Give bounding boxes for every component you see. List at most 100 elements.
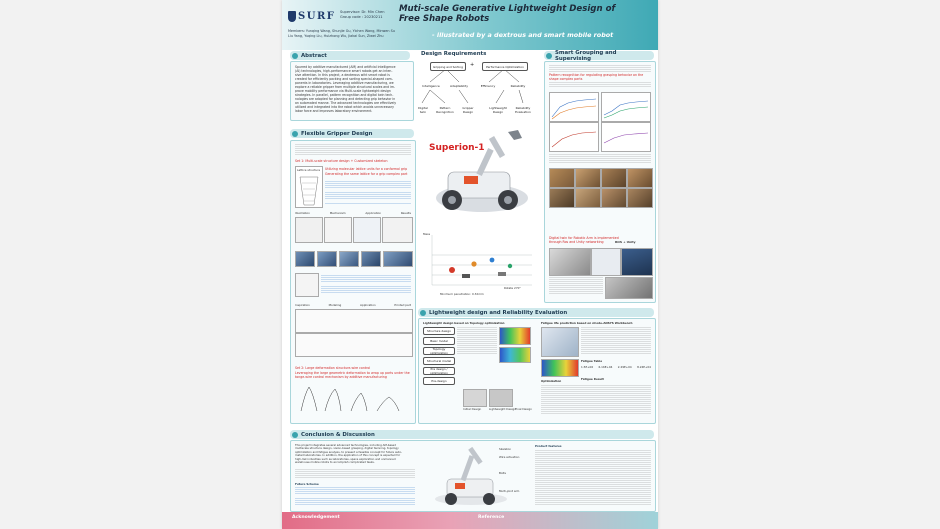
grouping-panel: Pattern recognition for regulating grasp… bbox=[544, 61, 656, 303]
flow-node: Pre design / optimization bbox=[423, 367, 455, 375]
lightweight-header: Lightweight design and Reliability Evalu… bbox=[418, 308, 654, 317]
printed-part-photo bbox=[317, 251, 337, 267]
optimization-title: Optimization bbox=[541, 379, 562, 383]
conclusion-extra-text bbox=[295, 469, 415, 479]
req-lightweight-design: Lightweight Design bbox=[489, 106, 507, 114]
mechanism-cell bbox=[324, 217, 352, 243]
gripper-panel: Set 1: Multi-scale structure design + Cu… bbox=[290, 140, 416, 424]
poster-subtitle: - illustrated by a dextrous and smart mo… bbox=[432, 31, 614, 39]
table-head-cell: Modeling bbox=[328, 303, 342, 307]
shield-icon bbox=[288, 10, 296, 22]
callout-wire: Wire actuation bbox=[499, 455, 520, 459]
abstract-header: Abstract bbox=[290, 51, 410, 60]
conclusion-line: high-risk industries such as laboratorie… bbox=[295, 456, 396, 461]
conclusion-text: This project integrates several advanced… bbox=[295, 443, 415, 465]
poster-header: SURF Supervisor: Dr. Min Chen Group code… bbox=[282, 0, 658, 50]
flow-node: Structural model bbox=[423, 357, 455, 365]
table-head-cell: Inspiration bbox=[295, 303, 310, 307]
flow-node: Pre-design bbox=[423, 377, 455, 385]
abstract-title: Abstract bbox=[301, 52, 327, 59]
detection-photo bbox=[549, 188, 575, 208]
abstract-line: an automated manne. The advanced technol… bbox=[295, 101, 397, 105]
unity-screen bbox=[591, 248, 621, 276]
section-dot-icon bbox=[420, 309, 426, 316]
supervisor-text: Supervisor: Dr. Min Chen bbox=[340, 10, 385, 14]
title-line-2: Free Shape Robots bbox=[399, 14, 490, 24]
section-dot-icon bbox=[546, 52, 552, 59]
detection-photo bbox=[601, 168, 627, 188]
conclusion-line: mated laboratories. In addition, the app… bbox=[295, 453, 401, 458]
section-dot-icon bbox=[292, 52, 298, 59]
fatigue-table-title: Fatigue Table bbox=[581, 359, 603, 363]
conclusion-line: optimization and fatigue analysis, to pr… bbox=[295, 449, 403, 454]
section-dot-icon bbox=[292, 431, 298, 438]
table-head-cell: Application bbox=[360, 303, 376, 307]
abstract-line: (AI) technologies, high-performance smar… bbox=[295, 69, 393, 73]
table-head-cell: Application bbox=[365, 211, 382, 215]
future-scheme-title: Future Scheme bbox=[295, 482, 319, 486]
members-text-2: Liu Yang, Yuqing Liu, Huizhong Wu, Jiaka… bbox=[288, 34, 384, 38]
accuracy-chart-1 bbox=[549, 92, 599, 122]
gripper-header: Flexible Gripper Design bbox=[290, 129, 414, 138]
comparison-row bbox=[295, 309, 413, 333]
fatigue-result-title: Fatigue Result bbox=[581, 377, 604, 381]
detection-photo bbox=[601, 188, 627, 208]
abstract-line: created for efficiently packing and sort… bbox=[295, 77, 393, 81]
req-reliability-evaluation: Reliability Evaluation bbox=[515, 106, 531, 114]
members-text: Members: Yunqing Wang, Shunjie Gu, Yiche… bbox=[288, 29, 395, 33]
pattern-recognition-caption: Pattern recognition for regulating grasp… bbox=[549, 73, 644, 81]
accuracy-chart-3 bbox=[549, 122, 599, 152]
gripper-title: Flexible Gripper Design bbox=[301, 130, 373, 137]
conclusion-line: This project integrates several advanced… bbox=[295, 443, 396, 447]
fatigue-value: 2.29E+04 bbox=[617, 365, 632, 369]
fatigue-value: 1.5E+06 bbox=[581, 365, 594, 369]
conclusion-line: multiscale structure design, vision-base… bbox=[295, 446, 399, 451]
fatigue-map bbox=[541, 359, 579, 377]
section-dot-icon bbox=[292, 130, 298, 137]
logo-text: SURF bbox=[298, 10, 336, 22]
fin-ray-model bbox=[295, 273, 319, 297]
mass-3d-chart bbox=[431, 235, 532, 286]
req-efficiency: Efficiency bbox=[480, 84, 496, 88]
fatigue-value: 6.16E+04 bbox=[598, 365, 613, 369]
comparison-table-head: Inspiration Modeling Application Printed… bbox=[295, 303, 411, 307]
comparison-row bbox=[295, 333, 413, 357]
abstract-line: ponents in laboratories. Leveraging addi… bbox=[295, 81, 394, 85]
req-intelligence: Intelligence bbox=[422, 84, 440, 88]
lightweight-title: Lightweight design and Reliability Evalu… bbox=[429, 309, 568, 316]
flow-node: Structure design bbox=[423, 327, 455, 335]
chart-ylabel: Mass bbox=[423, 232, 431, 236]
product-features-title: Product features bbox=[535, 444, 562, 448]
abstract-line: strategies. In parallel, pattern recogni… bbox=[295, 93, 394, 97]
fatigue-values-row: 1.5E+06 6.16E+04 2.29E+04 8.24E+04 bbox=[581, 365, 651, 369]
wire-gripper-sequence bbox=[300, 386, 400, 412]
req-gripper-design: Gripper Design bbox=[462, 106, 474, 114]
group-code-text: Group code : 20230211 bbox=[340, 15, 383, 19]
callout-multijoint: Multi-joint arm bbox=[499, 489, 520, 493]
set2-title: Set 2: Large deformation structure-wire … bbox=[295, 366, 371, 370]
abstract-line: sive attention. In this project, a dexte… bbox=[295, 73, 390, 77]
stress-map bbox=[499, 327, 531, 345]
digital-twin-caption: Digital twin for Robotic Arm is implemen… bbox=[549, 236, 619, 244]
future-scheme-text bbox=[295, 487, 415, 507]
table-head-cell: Results bbox=[400, 211, 411, 215]
final-design-caption: Final Design bbox=[515, 407, 532, 411]
results-cell bbox=[382, 217, 413, 243]
accuracy-chart-2 bbox=[601, 92, 651, 122]
grouping-title: Smart Grouping and Supervising bbox=[554, 49, 617, 62]
set1-title: Set 1: Multi-scale structure design + Cu… bbox=[295, 159, 388, 163]
digital-twin-text bbox=[549, 277, 603, 295]
conclusion-header: Conclusion & Discussion bbox=[290, 430, 654, 439]
conclusion-line: warehouse mobile robots to accomplish co… bbox=[295, 460, 375, 465]
printed-part-photo bbox=[383, 251, 413, 267]
grouping-body-text bbox=[549, 82, 651, 88]
accuracy-chart-4 bbox=[601, 122, 651, 152]
requirements-tree bbox=[421, 68, 524, 104]
mechanism-table-head: Illustration Mechanism Application Resul… bbox=[295, 211, 411, 215]
detection-photo bbox=[627, 188, 653, 208]
robot-arm-photo bbox=[549, 248, 591, 276]
abstract-line: utilized and integrated into the robot w… bbox=[295, 105, 394, 109]
conclusion-title: Conclusion & Discussion bbox=[301, 431, 375, 438]
printed-part-photo bbox=[361, 251, 381, 267]
abstract-text: Spurred by additive manufactured (AM) an… bbox=[295, 65, 411, 113]
